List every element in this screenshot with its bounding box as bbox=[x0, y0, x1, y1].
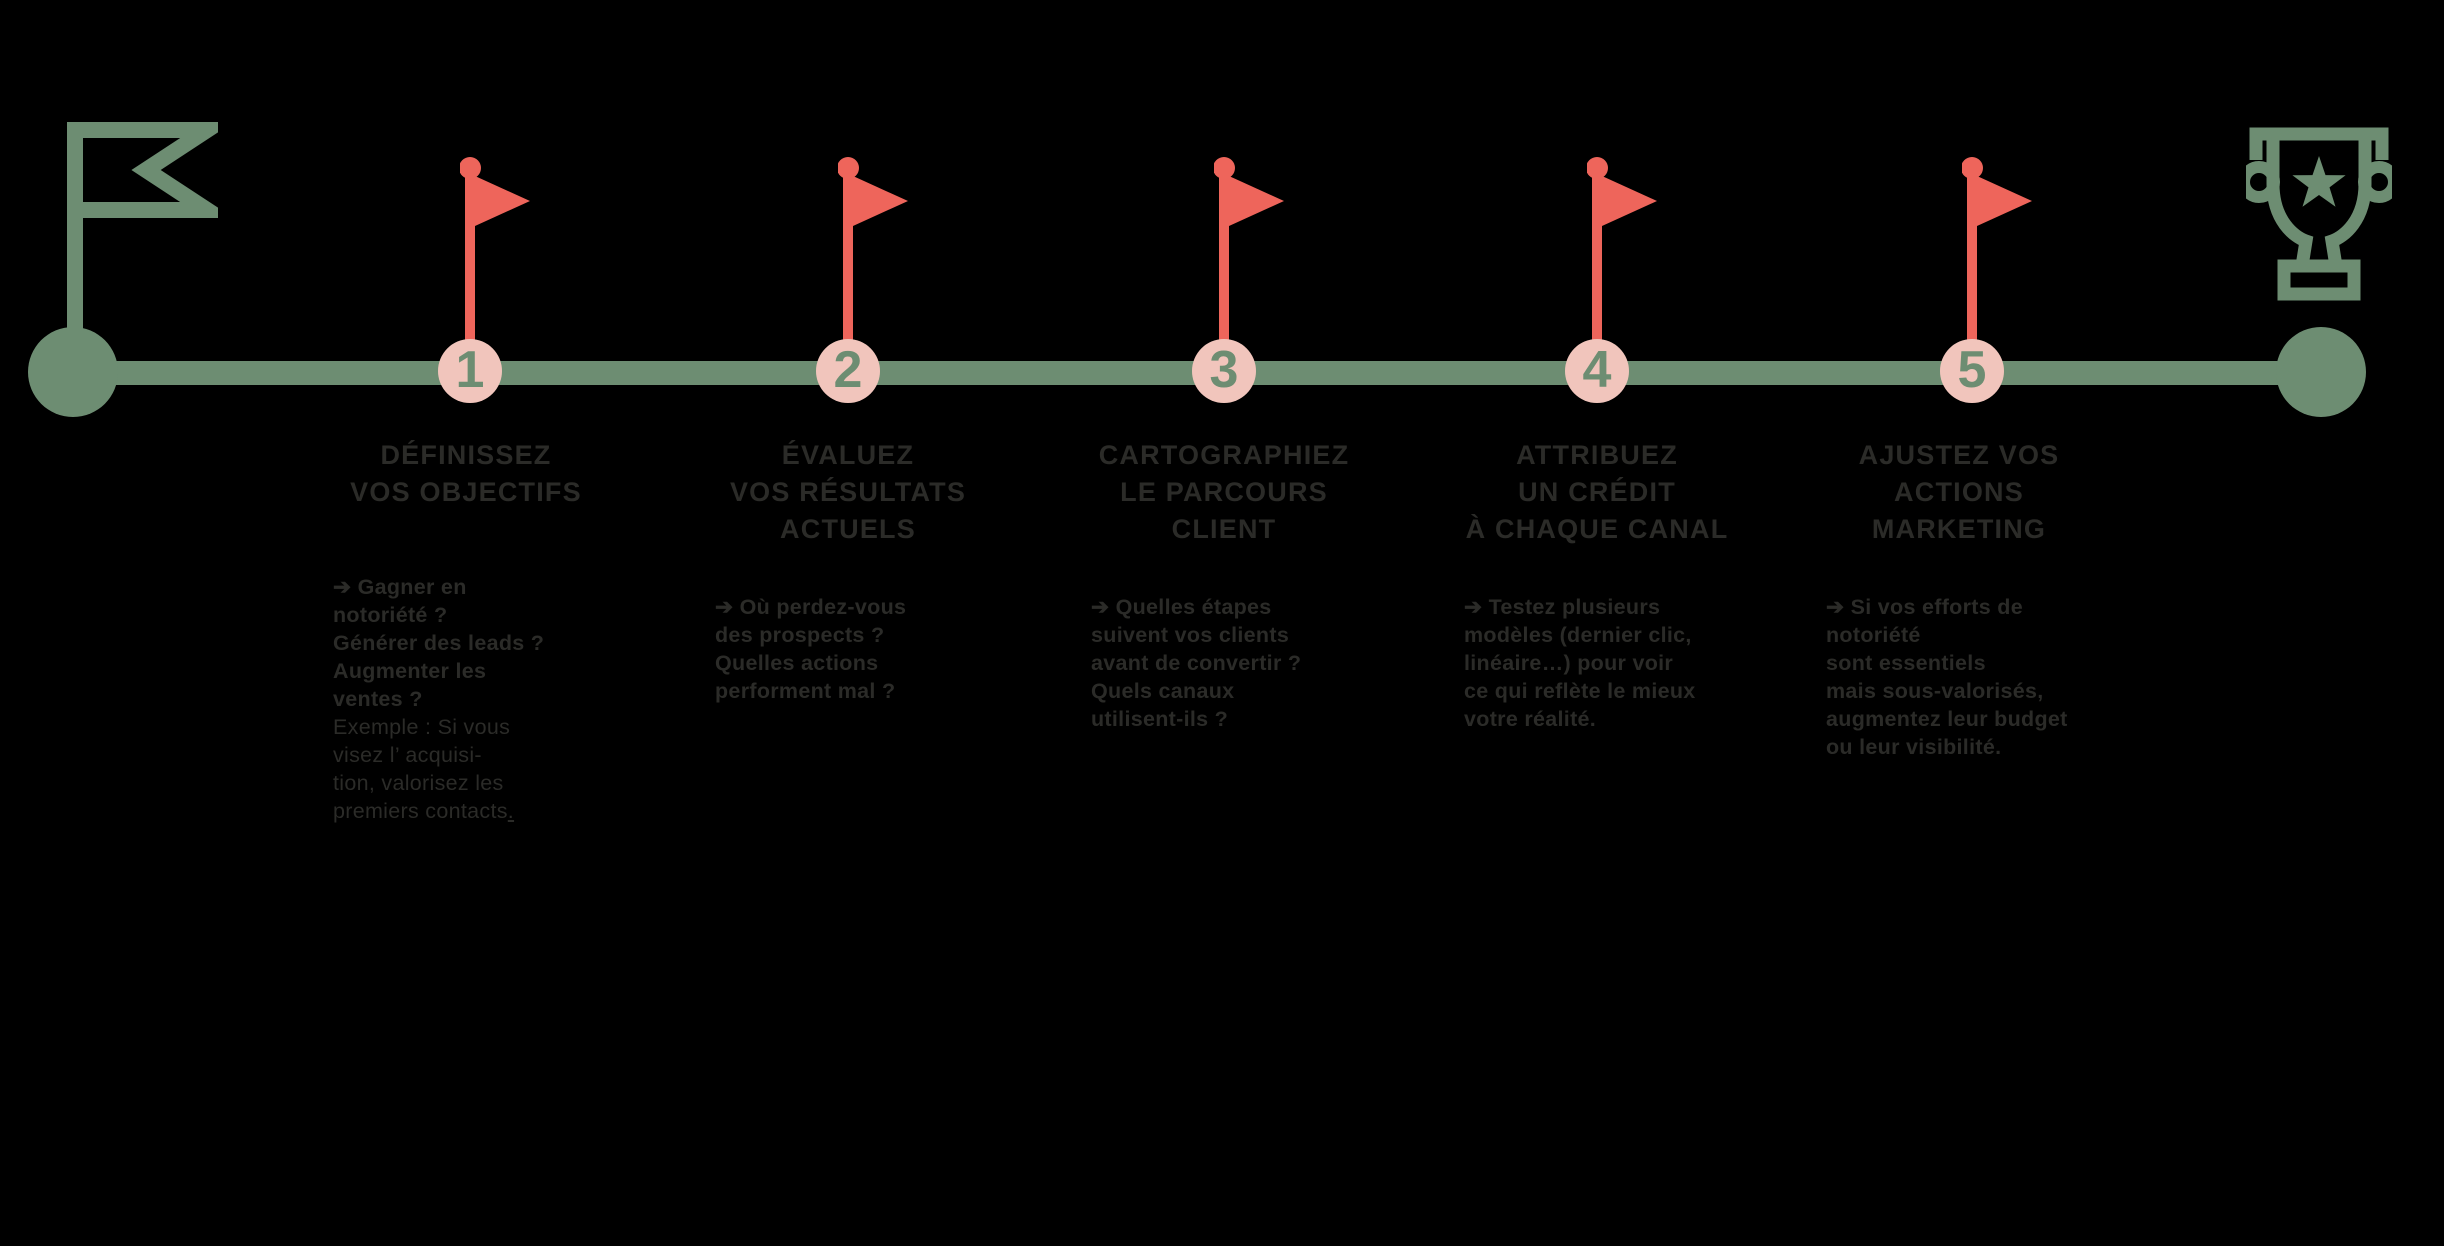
step-column-5: AJUSTEZ VOS ACTIONS MARKETING ➔ Si vos e… bbox=[1814, 437, 2104, 761]
timeline-start-dot bbox=[28, 327, 118, 417]
milestone-circle: 3 bbox=[1192, 339, 1256, 403]
step-number: 1 bbox=[455, 341, 485, 399]
step-number: 4 bbox=[1582, 341, 1612, 399]
milestone-flag-icon bbox=[1962, 157, 2032, 341]
step-title: AJUSTEZ VOS ACTIONS MARKETING bbox=[1858, 440, 2060, 544]
step-column-2: ÉVALUEZ VOS RÉSULTATS ACTUELS ➔ Où perde… bbox=[703, 437, 993, 705]
milestone-flag-icon bbox=[1214, 157, 1284, 341]
step-description: ➔ Où perdez-vous des prospects ? Quelles… bbox=[715, 595, 907, 703]
step-number: 3 bbox=[1209, 341, 1239, 399]
step-description: ➔ Si vos efforts de notoriété sont essen… bbox=[1826, 595, 2068, 759]
milestone-flag-icon bbox=[1587, 157, 1657, 341]
step-title: ATTRIBUEZ UN CRÉDIT À CHAQUE CANAL bbox=[1465, 440, 1729, 544]
underlined-period: . bbox=[507, 799, 515, 823]
step-number: 5 bbox=[1957, 341, 1987, 399]
milestone-flag-icon bbox=[838, 157, 908, 341]
step-description: ➔ Testez plusieurs modèles (dernier clic… bbox=[1464, 595, 1696, 731]
step-description: ➔ Quelles étapes suivent vos clients ava… bbox=[1091, 595, 1302, 731]
start-flag-icon bbox=[67, 122, 218, 337]
step-column-1: DÉFINISSEZ VOS OBJECTIFS ➔ Gagner en not… bbox=[321, 437, 611, 825]
step-column-3: CARTOGRAPHIEZ LE PARCOURS CLIENT ➔ Quell… bbox=[1079, 437, 1369, 733]
step-title: DÉFINISSEZ VOS OBJECTIFS bbox=[350, 440, 582, 507]
trophy-icon bbox=[2246, 127, 2392, 301]
milestone-circle: 2 bbox=[816, 339, 880, 403]
step-title: CARTOGRAPHIEZ LE PARCOURS CLIENT bbox=[1098, 440, 1350, 544]
step-description: ➔ Gagner en notoriété ? Générer des lead… bbox=[333, 575, 545, 711]
milestone-circle: 4 bbox=[1565, 339, 1629, 403]
step-number: 2 bbox=[833, 341, 863, 399]
milestone-flag-icon bbox=[460, 157, 530, 341]
milestone-circle: 5 bbox=[1940, 339, 2004, 403]
step-title: ÉVALUEZ VOS RÉSULTATS ACTUELS bbox=[729, 440, 967, 544]
timeline-end-dot bbox=[2276, 327, 2366, 417]
step-column-4: ATTRIBUEZ UN CRÉDIT À CHAQUE CANAL ➔ Tes… bbox=[1452, 437, 1742, 733]
step-example-note: Exemple : Si vous visez l’ acquisi- tion… bbox=[333, 715, 515, 823]
milestone-circle: 1 bbox=[438, 339, 502, 403]
